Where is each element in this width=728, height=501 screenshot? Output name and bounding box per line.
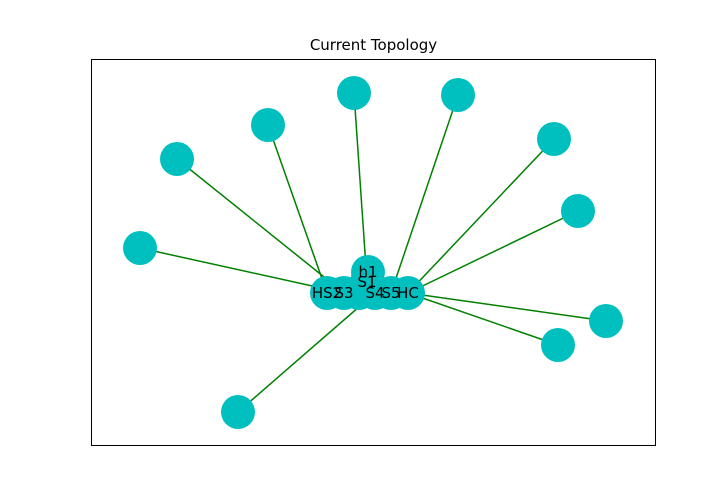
node-label-HC: HC: [397, 284, 419, 302]
node-n4: [337, 76, 371, 110]
node-layer: [123, 76, 623, 429]
node-n2: [160, 142, 194, 176]
node-n5: [441, 78, 475, 112]
node-n10: [221, 395, 255, 429]
node-label-S5: S5: [381, 284, 400, 302]
chart-title: Current Topology: [309, 36, 438, 54]
node-h1: [351, 255, 385, 289]
edge-n10-S4: [237, 292, 376, 413]
node-n7: [561, 194, 595, 228]
edge-layer: [139, 92, 607, 413]
node-HC: [391, 276, 425, 310]
edge-n8-HC: [407, 292, 607, 322]
node-n1: [123, 231, 157, 265]
edge-n4-S1: [353, 92, 368, 283]
edge-n5-S5: [390, 94, 459, 294]
edge-n1-S3: [139, 247, 345, 294]
edge-n7-HC: [407, 210, 579, 294]
node-label-h1: h1: [358, 263, 377, 281]
edge-n2-S3: [176, 158, 345, 294]
node-n6: [537, 122, 571, 156]
node-label-HS2: HS2: [312, 284, 342, 302]
node-label-S1: S1: [357, 273, 376, 291]
edge-n9-HC: [407, 292, 559, 346]
node-n3: [251, 108, 285, 142]
node-n8: [589, 304, 623, 338]
node-label-S3: S3: [334, 284, 353, 302]
node-label-S4: S4: [365, 284, 384, 302]
edge-n3-HS2: [267, 124, 328, 294]
node-n9: [541, 328, 575, 362]
edge-n6-HC: [407, 138, 555, 294]
plot-frame: [91, 59, 656, 446]
